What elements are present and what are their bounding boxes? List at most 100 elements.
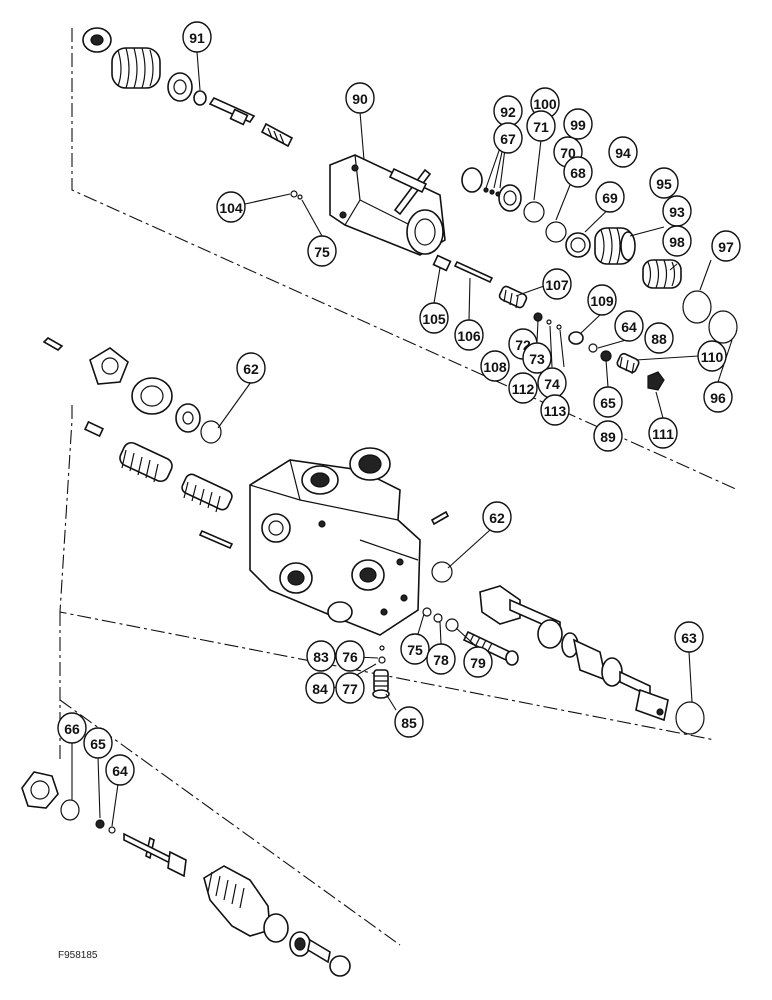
callout-circle — [426, 643, 456, 675]
callout-label: 99 — [570, 117, 586, 133]
callout-77: 77 — [335, 672, 365, 704]
callout-94: 94 — [608, 136, 638, 168]
callout-label: 108 — [483, 359, 507, 375]
callout-label: 76 — [342, 649, 358, 665]
callout-circle — [307, 235, 337, 267]
callout-label: 75 — [314, 244, 330, 260]
callout-label: 65 — [600, 395, 616, 411]
callout-110: 110 — [697, 340, 727, 372]
section-boundaries — [59, 28, 739, 946]
callout-label: 73 — [529, 351, 545, 367]
o-ring-70 — [523, 201, 545, 223]
callout-circle — [57, 712, 87, 744]
callout-109: 109 — [587, 284, 617, 316]
callout-95: 95 — [649, 167, 679, 199]
end-cap-hub — [90, 34, 104, 46]
main-spool — [479, 585, 669, 722]
callout-circle — [216, 191, 246, 223]
callout-label: 74 — [544, 376, 560, 392]
rod-106 — [453, 260, 494, 284]
callout-90: 90 — [345, 82, 375, 114]
callout-label: 69 — [602, 190, 618, 206]
middle-assembly — [42, 337, 705, 735]
callout-label: 65 — [90, 736, 106, 752]
callout-66: 66 — [57, 712, 87, 744]
washer-65-lower — [95, 819, 105, 829]
o-ring-62-upper — [200, 420, 222, 444]
spring-110 — [616, 352, 640, 375]
nut-111 — [647, 371, 665, 391]
callout-label: 96 — [710, 390, 726, 406]
callout-88: 88 — [644, 322, 674, 354]
callout-label: 91 — [189, 30, 205, 46]
callout-label: 110 — [701, 349, 724, 365]
callout-91: 91 — [182, 21, 212, 53]
callout-circle — [305, 672, 335, 704]
callout-label: 78 — [433, 652, 449, 668]
callout-label: 109 — [590, 293, 614, 309]
callout-label: 79 — [470, 655, 486, 671]
callout-71: 71 — [526, 110, 556, 142]
washer — [175, 403, 201, 433]
check-85 — [372, 669, 390, 699]
callout-circle — [542, 268, 572, 300]
spring-107 — [498, 285, 528, 309]
callout-106: 106 — [454, 319, 484, 351]
valve-body — [249, 447, 421, 636]
callout-circle — [540, 394, 570, 426]
plate-92 — [461, 167, 483, 193]
callout-62: 62 — [482, 501, 512, 533]
o-ring-62-lower — [431, 561, 453, 583]
callout-label: 62 — [489, 510, 505, 526]
roll-pin — [198, 529, 234, 550]
callout-circle — [563, 156, 593, 188]
callout-circle — [526, 110, 556, 142]
callout-circle — [400, 633, 430, 665]
callout-107: 107 — [542, 268, 572, 300]
pin-74 — [556, 324, 562, 330]
callout-label: 89 — [600, 429, 616, 445]
leader-lines — [71, 51, 733, 827]
callout-79: 79 — [463, 646, 493, 678]
callout-75: 75 — [307, 235, 337, 267]
callout-label: 67 — [500, 131, 516, 147]
detent-bolt — [260, 122, 294, 148]
pin — [83, 420, 105, 438]
ball-76 — [379, 645, 385, 651]
callout-64: 64 — [614, 310, 644, 342]
callout-circle — [182, 21, 212, 53]
callout-label: 98 — [669, 234, 685, 250]
callout-label: 104 — [219, 200, 243, 216]
callout-111: 111 — [648, 417, 678, 449]
seal-71 — [498, 184, 522, 212]
end-cap-lower — [89, 347, 129, 385]
seal-79 — [445, 618, 459, 632]
callout-label: 85 — [401, 715, 417, 731]
retainer-cup — [131, 377, 173, 415]
o-ring-75-lower — [422, 607, 432, 617]
callout-circle — [649, 167, 679, 199]
callout-circle — [335, 672, 365, 704]
callout-circle — [493, 122, 523, 154]
callout-89: 89 — [593, 420, 623, 452]
callout-64: 64 — [105, 754, 135, 786]
callout-label: 75 — [407, 642, 423, 658]
callout-93: 93 — [662, 195, 692, 227]
callout-circle — [593, 386, 623, 418]
callout-circle — [593, 420, 623, 452]
callout-circle — [236, 352, 266, 384]
callout-circle — [662, 225, 692, 257]
callout-label: 105 — [422, 311, 446, 327]
cap-screw — [42, 337, 64, 351]
callout-78: 78 — [426, 643, 456, 675]
sleeve-93 — [594, 227, 636, 265]
callout-label: 112 — [512, 381, 535, 397]
callout-label: 106 — [457, 328, 481, 344]
callout-label: 71 — [533, 119, 549, 135]
callout-108: 108 — [480, 350, 510, 382]
callout-label: 84 — [312, 681, 328, 697]
callout-65: 65 — [83, 727, 113, 759]
callout-68: 68 — [563, 156, 593, 188]
callout-label: 64 — [621, 319, 637, 335]
